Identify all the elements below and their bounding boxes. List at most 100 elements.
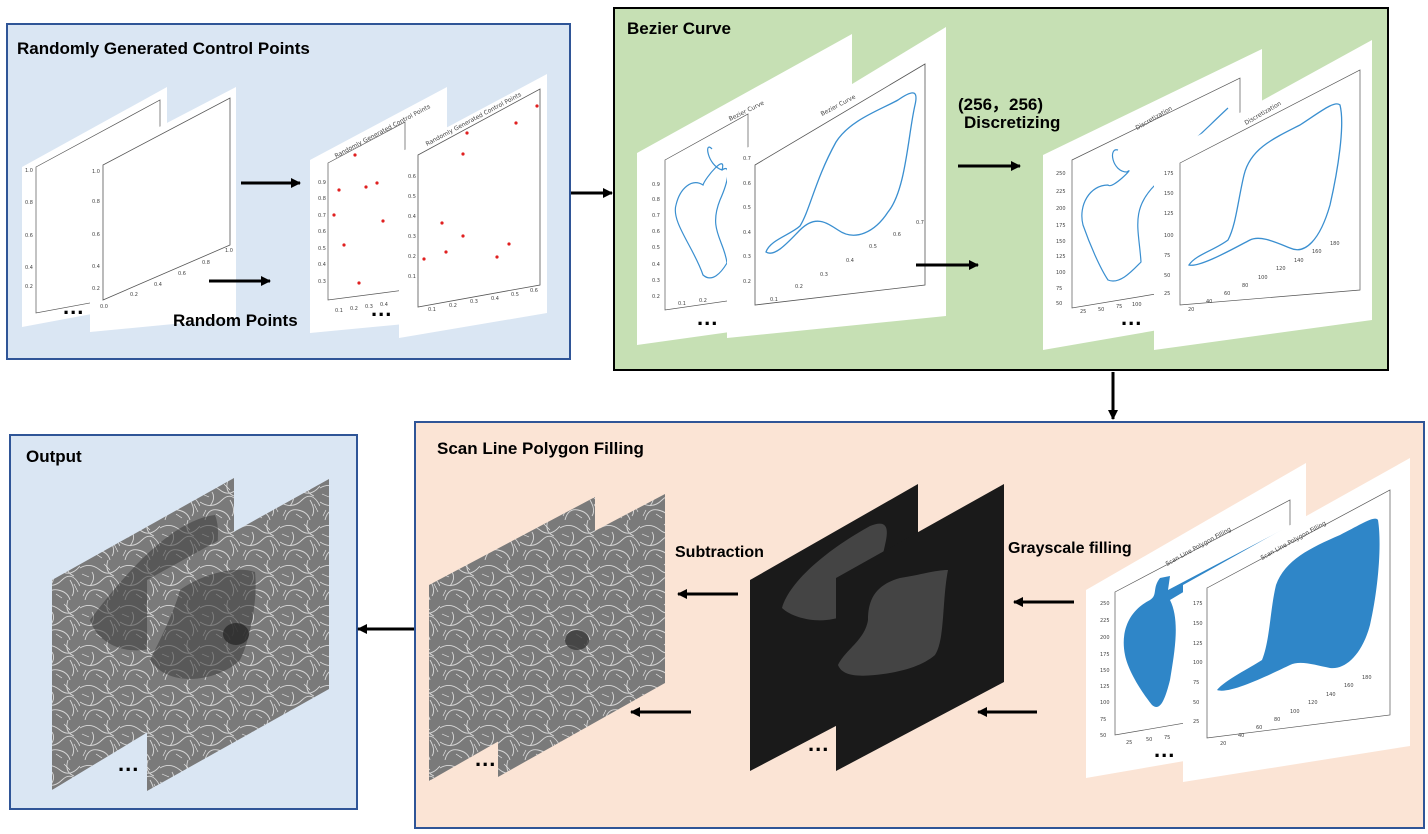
- svg-text:150: 150: [1164, 191, 1174, 197]
- bezier-sheet-front: [727, 27, 946, 338]
- svg-text:20: 20: [1220, 741, 1226, 747]
- svg-text:0.2: 0.2: [408, 254, 416, 260]
- control-points-title: Randomly Generated Control Points: [17, 39, 310, 58]
- svg-text:0.7: 0.7: [318, 213, 326, 219]
- empty-plot-sheet-front: [90, 87, 236, 332]
- svg-text:0.6: 0.6: [318, 229, 326, 235]
- output-title: Output: [26, 447, 82, 466]
- svg-text:0.8: 0.8: [652, 197, 660, 203]
- svg-text:0.6: 0.6: [178, 271, 186, 277]
- svg-text:100: 100: [1056, 270, 1066, 276]
- svg-text:60: 60: [1256, 725, 1262, 731]
- grayscale-filling-label: Grayscale filling: [1008, 540, 1132, 557]
- svg-text:40: 40: [1206, 299, 1212, 305]
- svg-text:200: 200: [1056, 206, 1066, 212]
- svg-text:0.2: 0.2: [350, 306, 358, 312]
- subtraction-label: Subtraction: [675, 544, 764, 561]
- svg-text:225: 225: [1056, 189, 1066, 195]
- svg-text:50: 50: [1164, 273, 1170, 279]
- svg-text:0.3: 0.3: [820, 272, 828, 278]
- svg-text:0.6: 0.6: [25, 233, 33, 239]
- svg-text:0.1: 0.1: [335, 308, 343, 314]
- svg-text:0.4: 0.4: [652, 262, 660, 268]
- ellipsis-grayscale-mask: ...: [808, 731, 830, 756]
- svg-text:0.3: 0.3: [408, 234, 416, 240]
- svg-text:225: 225: [1100, 618, 1110, 624]
- svg-text:0.8: 0.8: [318, 196, 326, 202]
- svg-text:120: 120: [1276, 266, 1286, 272]
- svg-text:0.8: 0.8: [25, 200, 33, 206]
- svg-text:150: 150: [1100, 668, 1110, 674]
- svg-text:75: 75: [1056, 286, 1062, 292]
- ellipsis-control-points: ...: [371, 296, 393, 321]
- svg-text:50: 50: [1146, 737, 1152, 743]
- svg-text:0.5: 0.5: [869, 244, 877, 250]
- svg-text:25: 25: [1126, 740, 1132, 746]
- svg-text:50: 50: [1100, 733, 1106, 739]
- svg-text:0.6: 0.6: [893, 232, 901, 238]
- ellipsis-discretization: ...: [1121, 305, 1143, 330]
- svg-text:0.8: 0.8: [92, 199, 100, 205]
- svg-text:80: 80: [1242, 283, 1248, 289]
- svg-text:0.5: 0.5: [652, 245, 660, 251]
- svg-text:0.2: 0.2: [92, 286, 100, 292]
- svg-text:0.2: 0.2: [743, 279, 751, 285]
- svg-text:20: 20: [1188, 307, 1194, 313]
- svg-text:60: 60: [1224, 291, 1230, 297]
- svg-text:120: 120: [1308, 700, 1318, 706]
- svg-text:0.2: 0.2: [795, 284, 803, 290]
- svg-text:200: 200: [1100, 635, 1110, 641]
- svg-text:100: 100: [1193, 660, 1203, 666]
- svg-text:0.6: 0.6: [530, 288, 538, 294]
- svg-text:50: 50: [1098, 307, 1104, 313]
- svg-text:0.6: 0.6: [92, 232, 100, 238]
- svg-text:0.4: 0.4: [380, 302, 388, 308]
- svg-text:0.9: 0.9: [652, 182, 660, 188]
- discretization-sheet-front: [1154, 40, 1372, 350]
- svg-text:75: 75: [1193, 680, 1199, 686]
- svg-text:100: 100: [1258, 275, 1268, 281]
- svg-text:0.1: 0.1: [408, 274, 416, 280]
- svg-text:125: 125: [1164, 211, 1174, 217]
- svg-text:75: 75: [1116, 304, 1122, 310]
- svg-text:0.4: 0.4: [25, 265, 33, 271]
- svg-text:25: 25: [1164, 291, 1170, 297]
- svg-text:0.2: 0.2: [130, 292, 138, 298]
- svg-text:0.6: 0.6: [408, 174, 416, 180]
- svg-text:0.9: 0.9: [318, 180, 326, 186]
- control-points-sheet-front: [399, 74, 547, 338]
- svg-text:25: 25: [1193, 719, 1199, 725]
- svg-text:150: 150: [1056, 239, 1066, 245]
- svg-text:0.4: 0.4: [491, 296, 499, 302]
- svg-text:125: 125: [1193, 641, 1203, 647]
- ellipsis-bezier: ...: [697, 305, 719, 330]
- svg-text:100: 100: [1290, 709, 1300, 715]
- output-image-front: [147, 479, 329, 791]
- svg-text:0.7: 0.7: [743, 156, 751, 162]
- svg-text:40: 40: [1238, 733, 1244, 739]
- scan-line-title: Scan Line Polygon Filling: [437, 439, 644, 458]
- ellipsis-filled-polygon: ...: [1154, 737, 1176, 762]
- svg-text:50: 50: [1056, 301, 1062, 307]
- svg-text:0.4: 0.4: [92, 264, 100, 270]
- svg-text:125: 125: [1056, 254, 1066, 260]
- svg-text:0.4: 0.4: [154, 282, 162, 288]
- resolution-label: (256，256): [958, 95, 1044, 114]
- svg-text:0.8: 0.8: [202, 260, 210, 266]
- svg-text:100: 100: [1100, 700, 1110, 706]
- svg-text:50: 50: [1193, 700, 1199, 706]
- subtraction-image-front: [498, 494, 665, 777]
- ellipsis-control-empty: ...: [63, 294, 85, 319]
- svg-text:100: 100: [1132, 302, 1142, 308]
- svg-text:160: 160: [1344, 683, 1354, 689]
- svg-text:0.2: 0.2: [449, 303, 457, 309]
- svg-text:250: 250: [1100, 601, 1110, 607]
- svg-text:100: 100: [1164, 233, 1174, 239]
- svg-text:0.4: 0.4: [318, 262, 326, 268]
- random-points-label: Random Points: [173, 311, 298, 330]
- svg-text:80: 80: [1274, 717, 1280, 723]
- svg-text:75: 75: [1100, 717, 1106, 723]
- svg-text:175: 175: [1164, 171, 1174, 177]
- svg-text:180: 180: [1362, 675, 1372, 681]
